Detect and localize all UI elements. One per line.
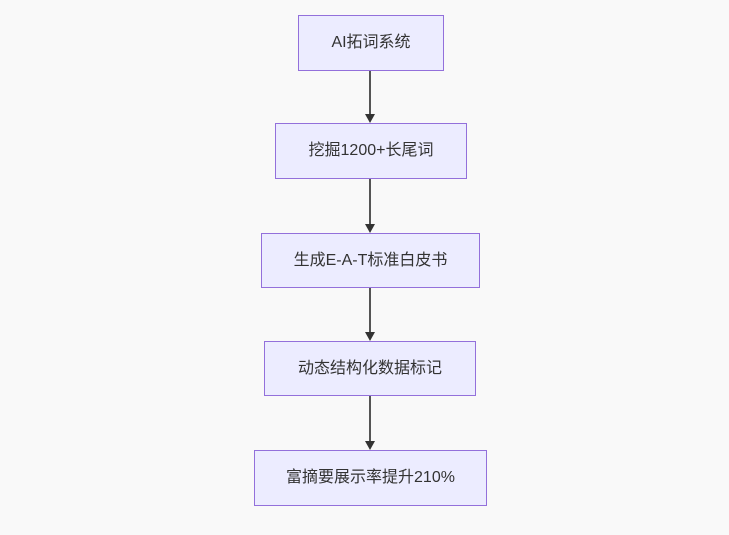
node-label: 富摘要展示率提升210% [286,469,455,487]
node-label: 动态结构化数据标记 [297,359,442,377]
arrowhead-down-icon [365,114,375,123]
arrow-shaft [369,396,371,447]
flow-node-dynamic-structured-data-markup: 动态结构化数据标记 [264,341,476,396]
arrow-shaft [369,288,371,338]
arrowhead-down-icon [365,224,375,233]
node-label: AI拓词系统 [331,34,411,52]
flow-arrow-4 [365,396,376,450]
flow-node-rich-snippet-rate-increase: 富摘要展示率提升210% [254,450,487,506]
arrowhead-down-icon [365,441,375,450]
flow-node-ai-word-expansion-system: AI拓词系统 [298,15,444,71]
flow-arrow-1 [365,71,376,123]
arrowhead-down-icon [365,332,375,341]
node-label: 生成E-A-T标准白皮书 [293,251,448,269]
arrow-shaft [369,179,371,230]
flow-arrow-3 [365,288,376,341]
flow-arrow-2 [365,179,376,233]
node-label: 挖掘1200+长尾词 [308,142,434,160]
flow-node-mine-longtail-keywords: 挖掘1200+长尾词 [275,123,467,179]
flow-node-generate-eat-whitepaper: 生成E-A-T标准白皮书 [261,233,480,288]
arrow-shaft [369,71,371,120]
